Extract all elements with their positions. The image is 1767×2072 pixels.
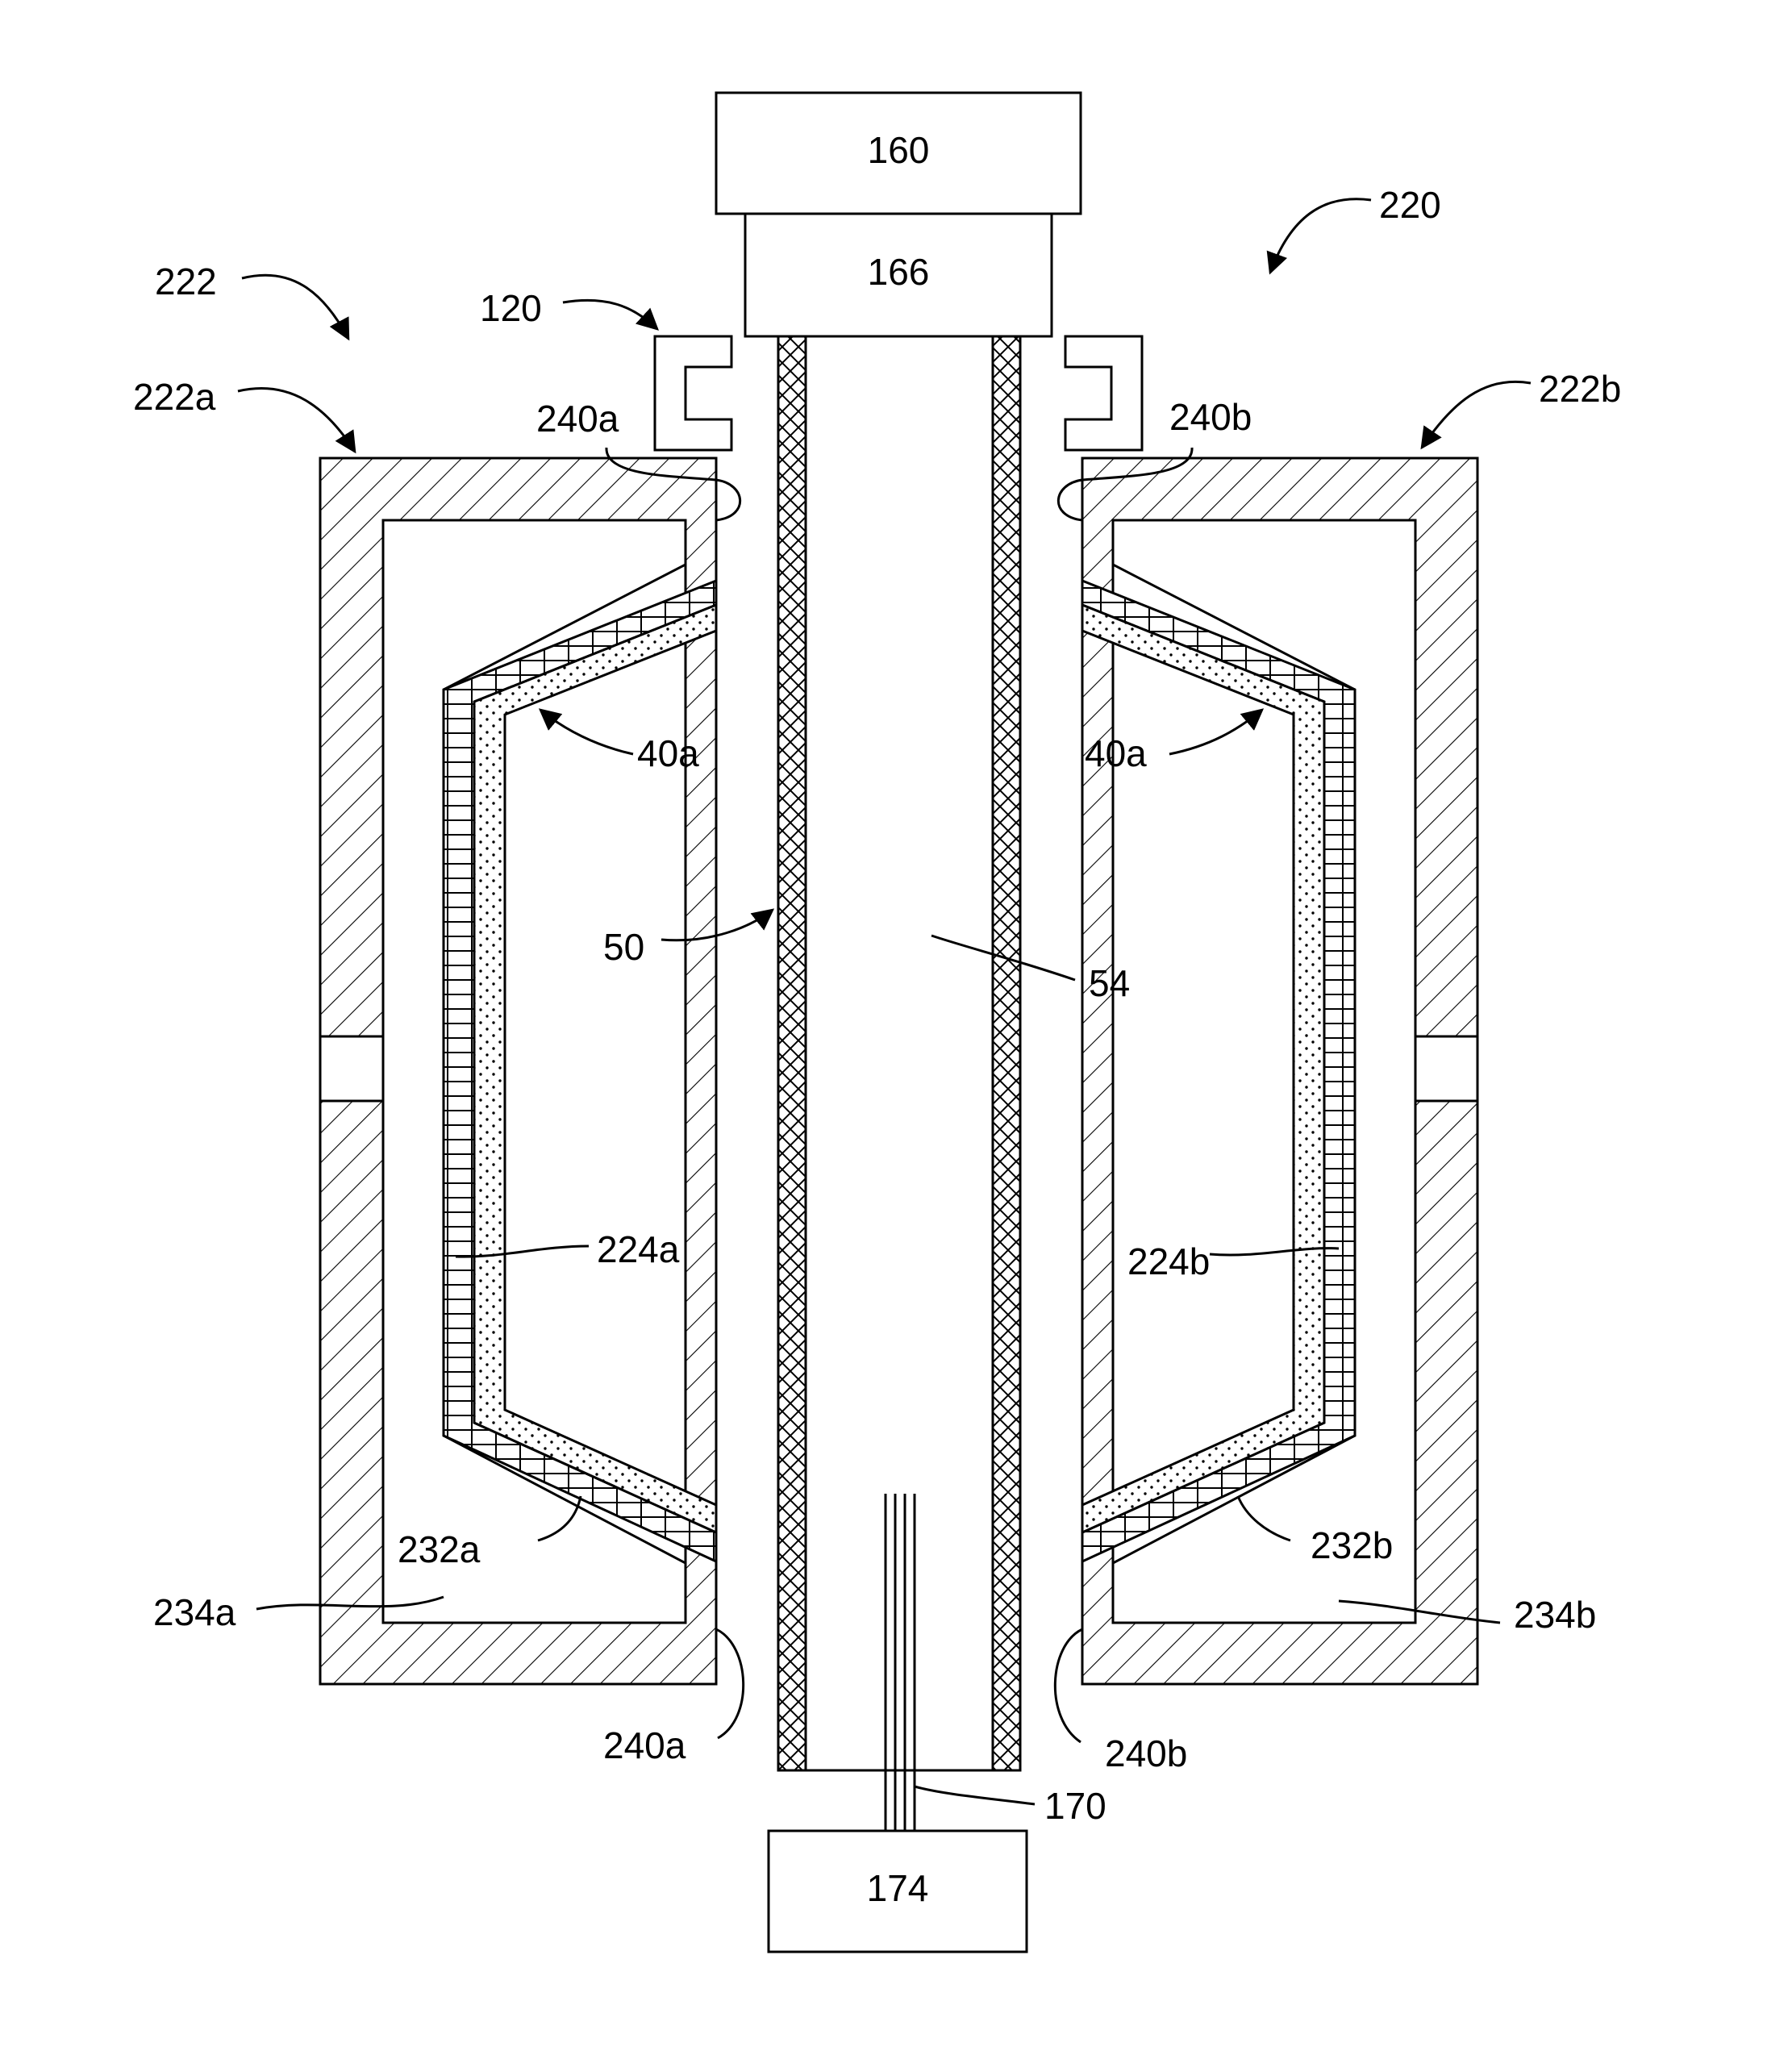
label-160: 160 [868,129,930,171]
label-240a-bottom: 240a [603,1724,686,1766]
clamp-right [1065,336,1142,450]
clamp-left [655,336,731,450]
label-222b: 222b [1539,368,1621,410]
label-222a: 222a [133,376,216,418]
label-222: 222 [155,261,217,302]
tube-wall-left [778,336,806,1770]
label-50: 50 [603,926,644,968]
label-224b: 224b [1127,1240,1210,1282]
component-160: 160 [716,93,1081,214]
label-240b-bottom: 240b [1105,1732,1187,1774]
label-120: 120 [480,287,542,329]
port-right [1415,1036,1477,1101]
label-220: 220 [1379,184,1441,226]
port-left [320,1036,383,1101]
label-40a-right: 40a [1085,732,1147,774]
label-40a-left: 40a [637,732,699,774]
label-54: 54 [1089,962,1130,1004]
label-166: 166 [868,251,930,293]
furnace-half-right [1082,458,1477,1684]
process-tube [778,336,1020,1770]
label-174: 174 [867,1867,929,1909]
furnace-half-left [320,458,716,1684]
label-232a: 232a [398,1528,481,1570]
label-224a: 224a [597,1228,680,1270]
tube-wall-right [993,336,1020,1770]
label-232b: 232b [1311,1524,1393,1566]
label-170: 170 [1044,1785,1106,1827]
label-234a: 234a [153,1591,236,1633]
label-240b-top: 240b [1169,396,1252,438]
component-174: 174 [769,1831,1027,1952]
label-240a-top: 240a [536,398,619,440]
component-166: 166 [745,214,1052,336]
label-234b: 234b [1514,1594,1596,1636]
